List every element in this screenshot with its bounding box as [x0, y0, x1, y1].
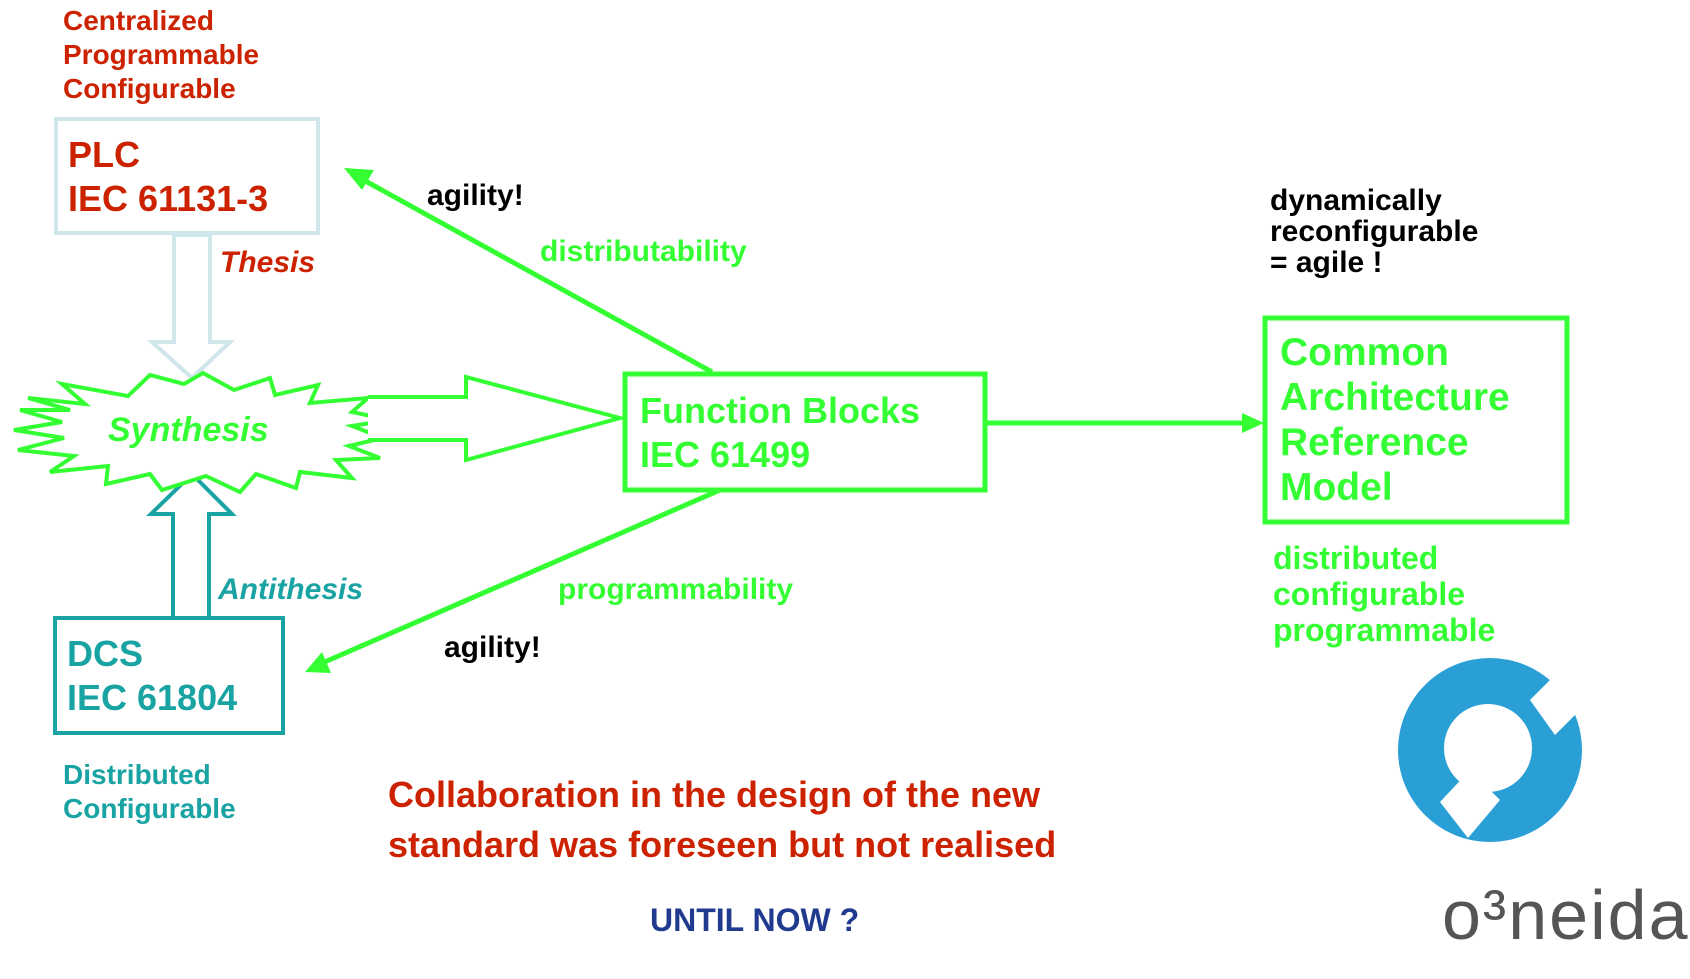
dcs-standard: IEC 61804 [67, 677, 238, 718]
car-note: dynamically reconfigurable = agile ! [1270, 185, 1478, 278]
car-note-line: reconfigurable [1270, 215, 1479, 248]
car-line: Reference [1280, 421, 1469, 464]
dcs-attribute: Distributed [63, 759, 211, 790]
function-blocks-box [622, 371, 988, 493]
collaboration-line: standard was foreseen but not realised [388, 824, 1057, 865]
plc-standard: IEC 61131-3 [68, 178, 269, 219]
synthesis-to-fb-arrow [368, 374, 628, 463]
dcs-box [53, 616, 285, 735]
car-attributes: distributed configurable programmable [1273, 540, 1495, 648]
until-now-label: UNTIL NOW ? [650, 902, 860, 938]
dcs-attributes: Distributed Configurable [63, 758, 236, 826]
plc-box [54, 117, 320, 235]
plc-attribute: Configurable [63, 73, 236, 104]
fb-to-dcs-arrow-line [319, 487, 721, 667]
synthesis-starburst [13, 370, 391, 495]
function-blocks-title: Function Blocks [640, 390, 921, 431]
plc-attribute: Centralized [63, 5, 214, 36]
car-attribute: programmable [1273, 612, 1496, 648]
car-line: Common [1280, 331, 1449, 374]
fb-to-plc-arrow-line [358, 175, 714, 375]
fb-to-dcs-arrowhead [305, 652, 331, 673]
function-blocks-standard: IEC 61499 [640, 434, 811, 475]
car-box-label: Common Architecture Reference Model [1280, 330, 1510, 510]
antithesis-label: Antithesis [218, 573, 364, 606]
dcs-attribute: Configurable [63, 793, 236, 824]
o3neida-ring-logo-icon [1398, 658, 1590, 842]
diagram-canvas [13, 117, 1590, 842]
plc-title: PLC [68, 134, 140, 175]
car-line: Model [1280, 466, 1393, 509]
car-note-line: dynamically [1270, 184, 1442, 217]
car-attribute: distributed [1273, 540, 1439, 576]
plc-box-label: PLC IEC 61131-3 [68, 133, 268, 221]
o3neida-logo-text: o³neida [1442, 876, 1690, 954]
upper-agility-label: agility! [427, 179, 524, 212]
fb-to-plc-arrowhead [344, 168, 374, 190]
fb-to-car-arrowhead [1242, 413, 1264, 433]
car-box [1262, 315, 1570, 525]
antithesis-arrow [146, 471, 237, 620]
dcs-title: DCS [67, 633, 144, 674]
plc-attribute: Programmable [63, 39, 260, 70]
collaboration-line: Collaboration in the design of the new [388, 774, 1041, 815]
thesis-arrow [146, 233, 236, 381]
dcs-box-label: DCS IEC 61804 [67, 632, 237, 720]
car-line: Architecture [1280, 376, 1510, 419]
programmability-label: programmability [558, 573, 794, 606]
collaboration-statement: Collaboration in the design of the new s… [388, 770, 1056, 870]
car-note-line: = agile ! [1270, 246, 1383, 279]
thesis-label: Thesis [220, 246, 316, 279]
lower-agility-label: agility! [444, 631, 541, 664]
function-blocks-label: Function Blocks IEC 61499 [640, 389, 920, 477]
plc-attributes: Centralized Programmable Configurable [63, 4, 259, 106]
car-attribute: configurable [1273, 576, 1466, 612]
synthesis-label: Synthesis [108, 411, 269, 449]
distributability-label: distributability [540, 235, 747, 268]
